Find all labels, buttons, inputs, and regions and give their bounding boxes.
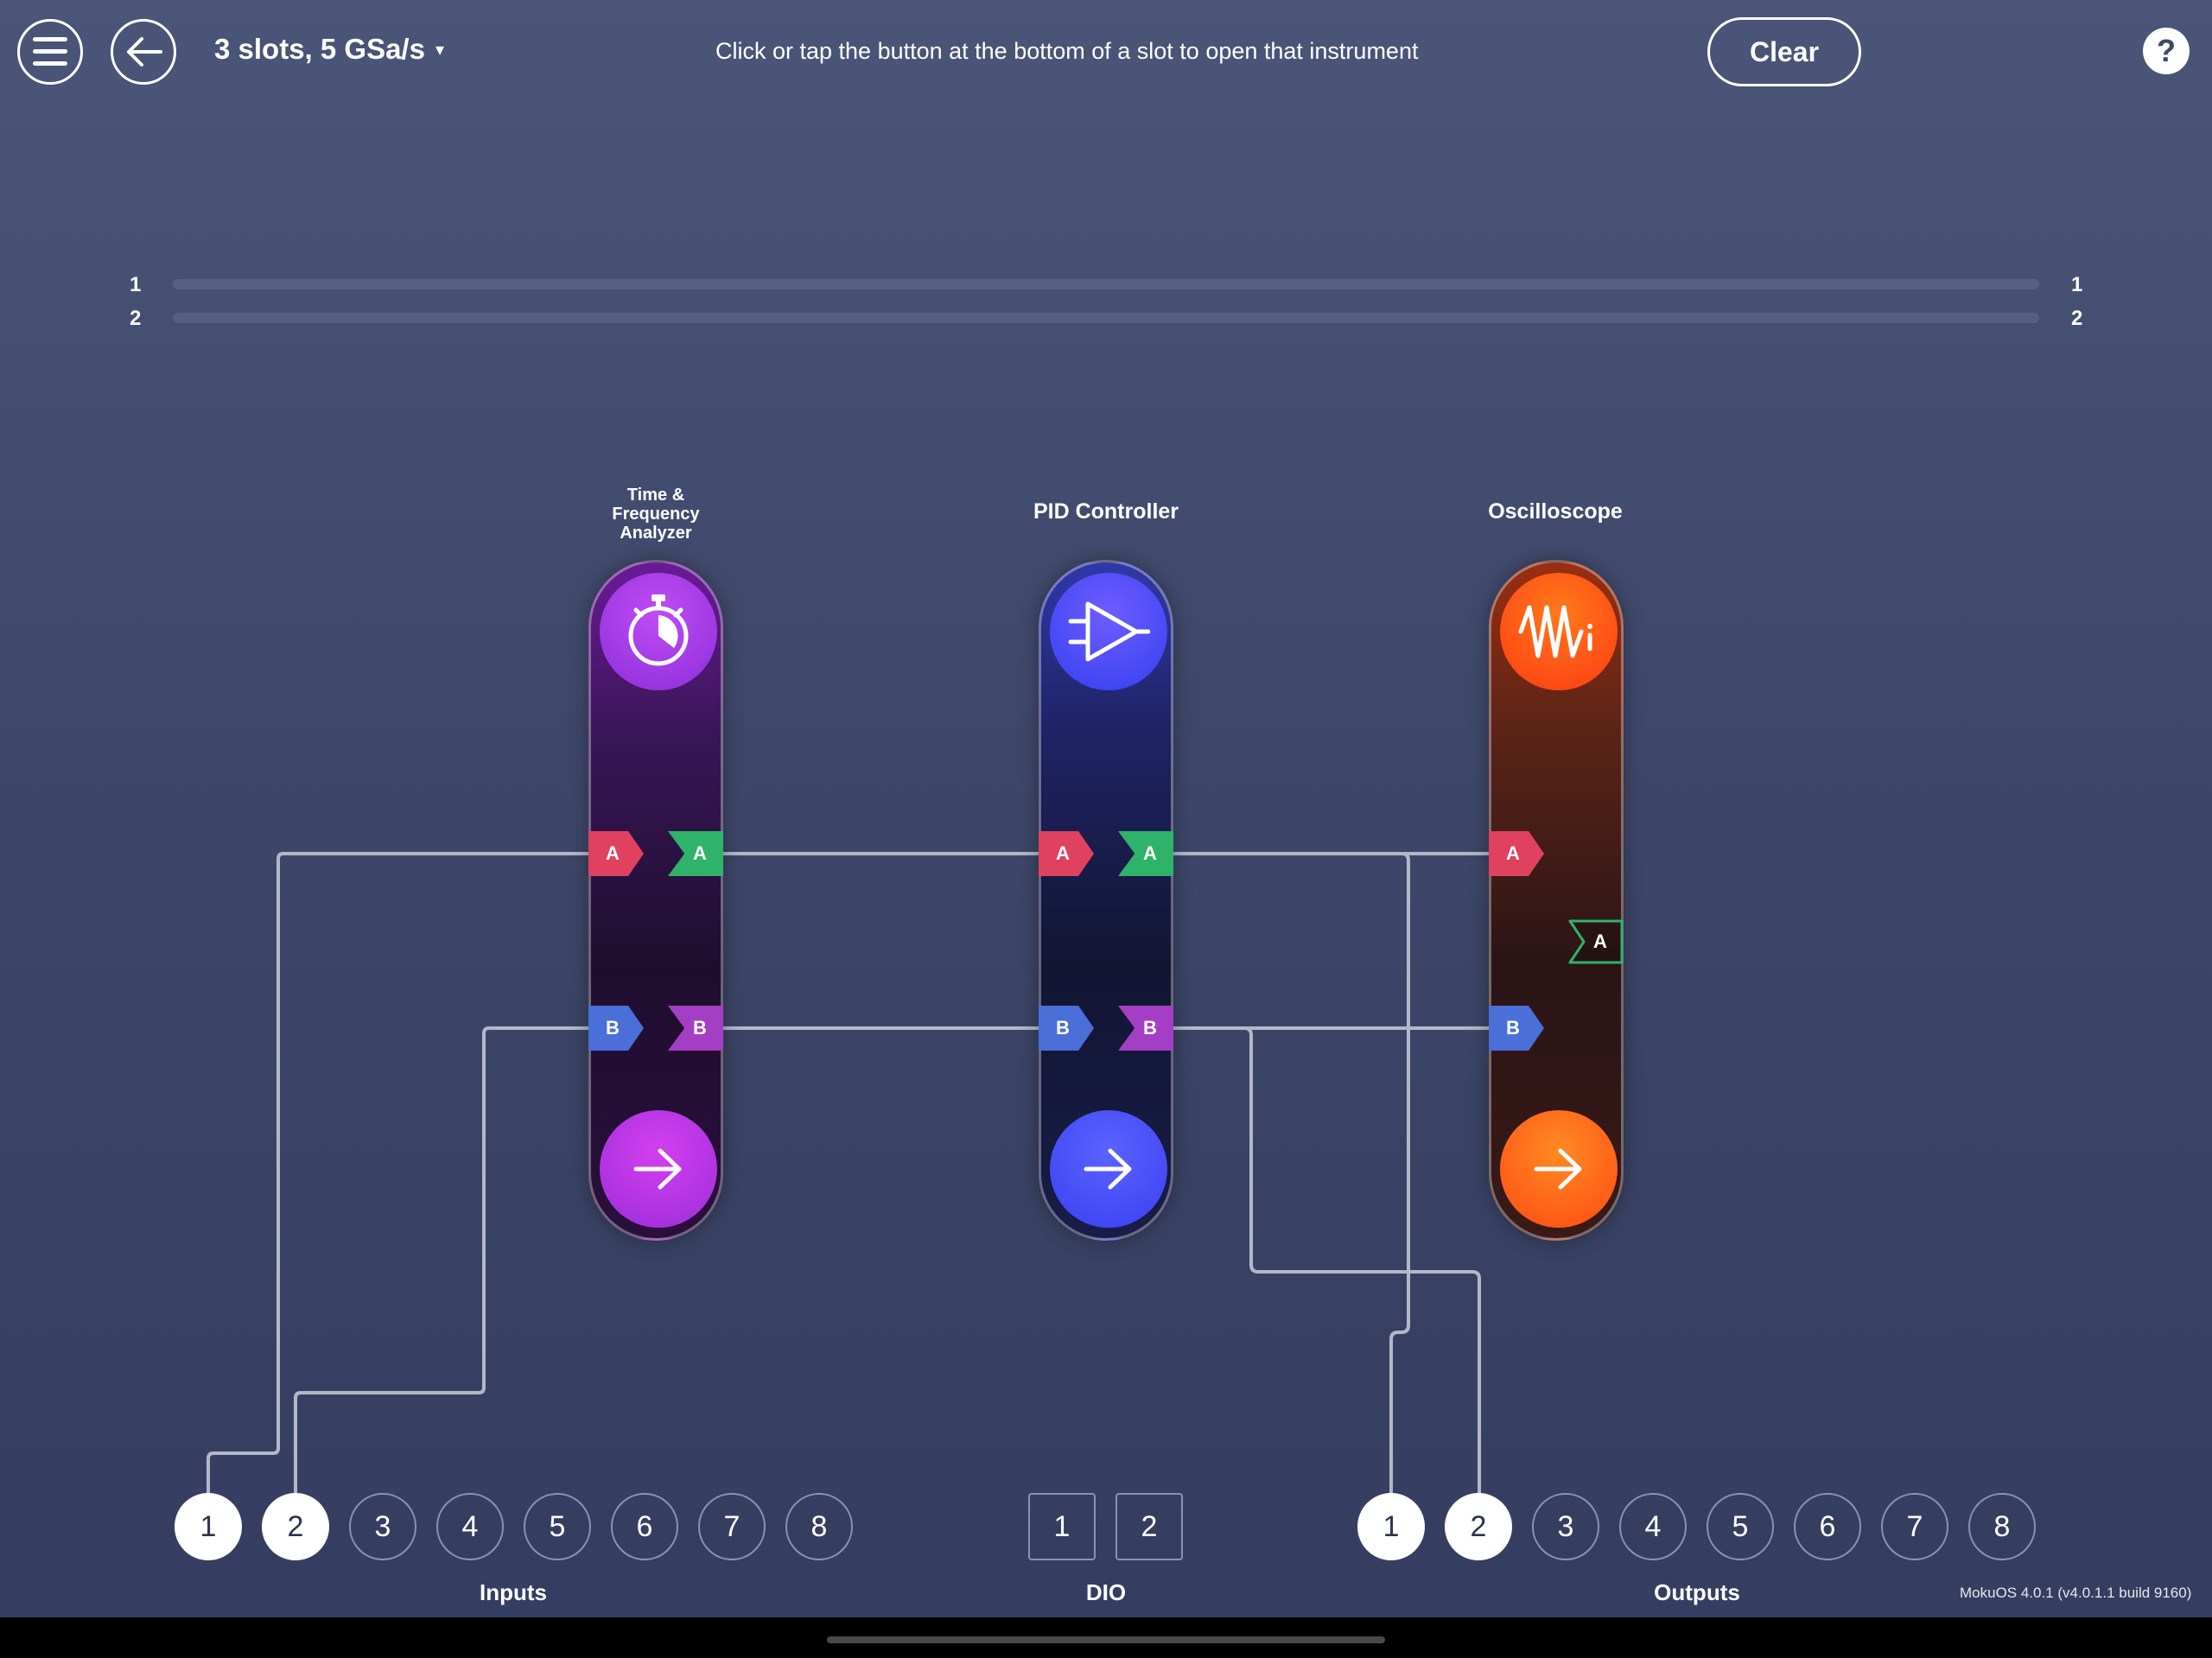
input-channel-3[interactable]: 3 xyxy=(349,1493,416,1560)
input-channel-1[interactable]: 1 xyxy=(175,1493,242,1560)
stopwatch-icon xyxy=(628,594,689,666)
bus-label-left-1: 1 xyxy=(130,273,142,296)
output-channel-2[interactable]: 2 xyxy=(1445,1493,1512,1560)
wire-input1-to-tfa-a xyxy=(207,852,589,1493)
slot-title-pid: PID Controller xyxy=(1033,499,1179,524)
inputs-label: Inputs xyxy=(480,1579,547,1605)
arrow-right-icon xyxy=(1084,1148,1132,1190)
slot-title-line: Time & xyxy=(626,486,685,505)
output-channel-3[interactable]: 3 xyxy=(1532,1493,1599,1560)
slot-tfa-open-button[interactable] xyxy=(600,1110,717,1228)
dio-channel-1[interactable]: 1 xyxy=(1028,1493,1096,1560)
arrow-left-icon xyxy=(127,37,162,67)
clear-button[interactable]: Clear xyxy=(1707,17,1861,86)
output-channel-8[interactable]: 8 xyxy=(1968,1493,2036,1560)
slot-pid xyxy=(1039,560,1173,1241)
version-text: MokuOS 4.0.1 (v4.0.1.1 build 9160) xyxy=(1960,1585,2192,1601)
input-channel-6[interactable]: 6 xyxy=(611,1493,678,1560)
output-channel-5[interactable]: 5 xyxy=(1707,1493,1774,1560)
slot-tfa-instrument-button[interactable] xyxy=(600,573,717,690)
slot-pid-open-button[interactable] xyxy=(1050,1110,1167,1228)
chevron-down-icon: ▾ xyxy=(435,40,445,60)
slot-config-label: 3 slots, 5 GSa/s xyxy=(214,33,425,65)
hamburger-icon xyxy=(33,37,67,66)
slot-title-line: Analyzer xyxy=(620,524,692,543)
input-channel-2[interactable]: 2 xyxy=(262,1493,329,1560)
slot-title-tfa: Time & Frequency Analyzer xyxy=(526,486,785,543)
output-port-outline xyxy=(1568,919,1624,964)
back-button[interactable] xyxy=(111,19,176,85)
oscilloscope-output-a-label: A xyxy=(1593,931,1607,952)
help-button[interactable]: ? xyxy=(2143,28,2190,74)
output-channel-7[interactable]: 7 xyxy=(1881,1493,1948,1560)
input-channel-5[interactable]: 5 xyxy=(524,1493,591,1560)
input-channel-4[interactable]: 4 xyxy=(436,1493,504,1560)
slot-title-line: Frequency xyxy=(612,505,700,524)
menu-button[interactable] xyxy=(17,19,83,85)
input-channel-7[interactable]: 7 xyxy=(698,1493,766,1560)
slot-config-dropdown[interactable]: 3 slots, 5 GSa/s ▾ xyxy=(214,33,444,66)
output-channel-6[interactable]: 6 xyxy=(1794,1493,1861,1560)
slot-oscilloscope-instrument-button[interactable] xyxy=(1500,573,1618,690)
slot-title-oscilloscope: Oscilloscope xyxy=(1488,499,1623,524)
output-channel-4[interactable]: 4 xyxy=(1619,1493,1687,1560)
output-channel-1[interactable]: 1 xyxy=(1357,1493,1425,1560)
bus-line-1 xyxy=(173,279,2039,289)
arrow-right-icon xyxy=(1534,1148,1582,1190)
wire-pid-a-to-output1 xyxy=(1173,852,1410,1493)
amplifier-icon xyxy=(1068,601,1150,662)
slot-tfa xyxy=(588,560,723,1241)
wire-input2-to-tfa-b xyxy=(294,1026,589,1493)
bus-label-left-2: 2 xyxy=(130,307,142,330)
slot-oscilloscope-open-button[interactable] xyxy=(1500,1110,1618,1228)
instruction-hint: Click or tap the button at the bottom of… xyxy=(715,38,1419,64)
bus-label-right-1: 1 xyxy=(2071,273,2083,296)
waveform-icon xyxy=(1518,605,1592,658)
question-icon: ? xyxy=(2157,33,2176,68)
bus-label-right-2: 2 xyxy=(2071,307,2083,330)
outputs-label: Outputs xyxy=(1654,1579,1740,1605)
home-indicator[interactable] xyxy=(827,1636,1385,1643)
bus-line-2 xyxy=(173,313,2039,323)
oscilloscope-output-a-port[interactable]: A xyxy=(1568,919,1624,964)
slot-pid-instrument-button[interactable] xyxy=(1050,573,1167,690)
dio-label: DIO xyxy=(1085,1579,1127,1605)
arrow-right-icon xyxy=(633,1148,682,1190)
slot-oscilloscope xyxy=(1489,560,1624,1241)
wire-pid-b-to-output2 xyxy=(1173,1026,1481,1493)
dio-channel-2[interactable]: 2 xyxy=(1116,1493,1183,1560)
input-channel-8[interactable]: 8 xyxy=(785,1493,853,1560)
